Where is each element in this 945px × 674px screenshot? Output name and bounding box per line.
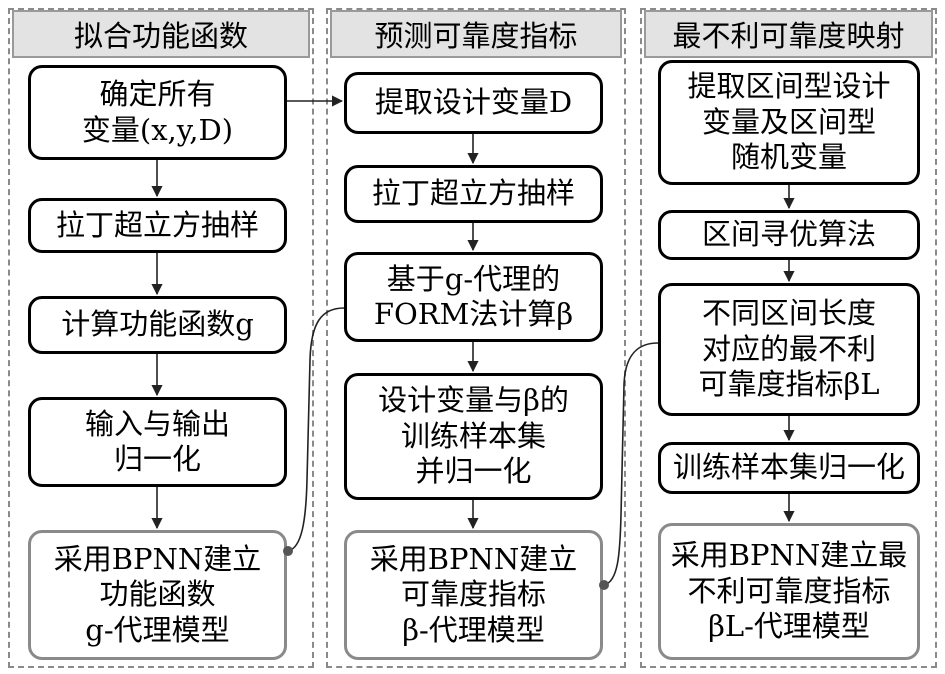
step-bpnn-g-surrogate: 采用BPNN建立 功能函数 g-代理模型 [28, 530, 287, 660]
step-extract-d: 提取设计变量D [344, 72, 603, 134]
step-worst-beta: 不同区间长度 对应的最不利 可靠度指标βL [658, 283, 920, 416]
link-dot-beta [599, 580, 609, 590]
step-form-beta: 基于g-代理的 FORM法计算β [344, 252, 603, 342]
link-dot-g [283, 546, 293, 556]
panel-worst-mapping [640, 8, 937, 668]
step-define-variables: 确定所有 变量(x,y,D) [28, 65, 287, 160]
step-bpnn-beta-surrogate: 采用BPNN建立 可靠度指标 β-代理模型 [344, 530, 603, 660]
step-lhs-sampling-2: 拉丁超立方抽样 [344, 165, 603, 223]
step-extract-interval: 提取区间型设计 变量及区间型 随机变量 [658, 60, 920, 185]
step-training-set: 设计变量与β的 训练样本集 并归一化 [344, 373, 603, 500]
panel-fit-title: 拟合功能函数 [12, 10, 310, 58]
step-bpnn-betaL-surrogate: 采用BPNN建立最 不利可靠度指标 βL-代理模型 [658, 523, 920, 660]
link-g-surrogate-to-form [287, 307, 345, 552]
link-beta-surrogate-to-worst [603, 342, 659, 586]
step-normalize-training: 训练样本集归一化 [658, 442, 920, 494]
step-interval-optimization: 区间寻优算法 [658, 210, 920, 260]
step-normalize-io: 输入与输出 归一化 [28, 397, 287, 487]
panel-predict-reliability [326, 8, 626, 668]
panel-worst-title: 最不利可靠度映射 [644, 10, 933, 58]
step-lhs-sampling-1: 拉丁超立方抽样 [28, 198, 287, 253]
panel-predict-title: 预测可靠度指标 [330, 10, 622, 58]
step-compute-g: 计算功能函数g [28, 296, 287, 354]
